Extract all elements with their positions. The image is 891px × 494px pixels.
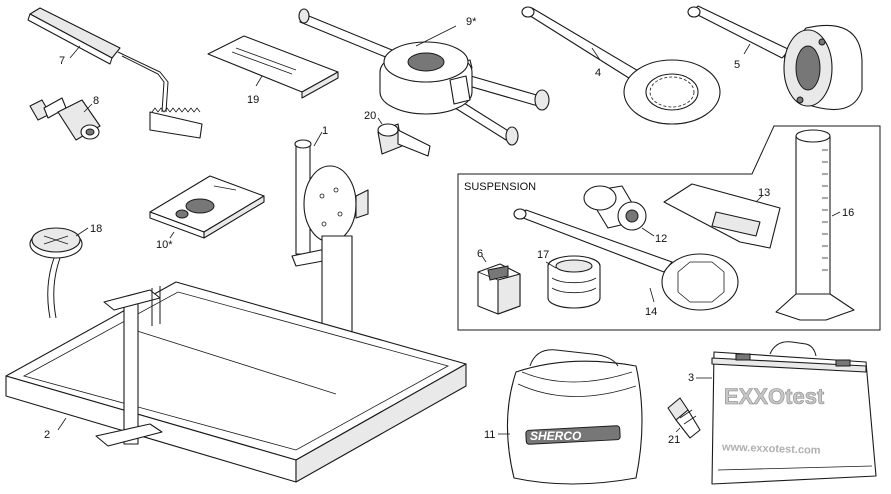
tool-9-ring-puller xyxy=(298,8,550,146)
tool-20-pin xyxy=(377,123,431,157)
leader-4 xyxy=(591,47,601,61)
leader-10 xyxy=(169,231,175,239)
tool-21-fitting xyxy=(667,397,701,439)
tool-18-gauge xyxy=(29,227,83,319)
tool-1-stand-clamp xyxy=(291,139,369,333)
callout-6: 6 xyxy=(477,248,483,260)
suspension-section-title: SUSPENSION xyxy=(464,181,536,193)
callout-11: 11 xyxy=(484,429,495,441)
leader-19 xyxy=(255,75,263,87)
callout-2: 2 xyxy=(44,429,50,441)
callout-12: 12 xyxy=(655,233,667,245)
callout-9: 9* xyxy=(466,16,477,28)
tool-8-bolt-adapter xyxy=(29,97,101,141)
leader-16 xyxy=(831,211,841,217)
suspension-section-frame xyxy=(457,125,881,331)
tool-6-block xyxy=(477,263,521,315)
leader-9 xyxy=(415,25,457,47)
tool-10-manual-booklet xyxy=(149,175,265,239)
tool-19-flat-plate xyxy=(207,35,339,99)
leader-1 xyxy=(313,131,323,147)
callout-4: 4 xyxy=(595,67,601,79)
leader-6 xyxy=(481,255,487,263)
leader-14 xyxy=(649,287,655,303)
callout-13: 13 xyxy=(758,187,770,199)
tool-13-fork-plate xyxy=(663,183,781,249)
tool-11-carry-bag xyxy=(506,349,643,485)
leader-20 xyxy=(377,117,383,125)
tool-3-hard-case xyxy=(711,341,877,485)
callout-7: 7 xyxy=(59,55,65,67)
callout-14: 14 xyxy=(645,306,657,318)
leader-5 xyxy=(743,43,751,55)
tool-14-octagon-wrench xyxy=(513,208,739,311)
callout-20: 20 xyxy=(364,110,376,122)
callout-5: 5 xyxy=(734,59,740,71)
bag-brand-label: SHERCO xyxy=(530,429,582,443)
leader-13 xyxy=(755,195,763,203)
callout-21: 21 xyxy=(668,434,680,446)
leader-2 xyxy=(57,417,67,431)
tool-12-seal-driver xyxy=(583,185,647,231)
tool-17-split-collar xyxy=(547,255,601,309)
tool-5-pin-spanner xyxy=(687,5,863,111)
case-brand-label: EXXOtest xyxy=(724,384,825,409)
leader-8 xyxy=(83,103,93,113)
leader-7 xyxy=(69,45,81,59)
callout-10: 10* xyxy=(156,239,173,251)
leader-21 xyxy=(675,427,681,433)
tool-7-handle-comb xyxy=(27,7,203,139)
tool-2-tray-stand xyxy=(5,281,467,483)
callout-1: 1 xyxy=(322,125,328,137)
callout-16: 16 xyxy=(842,207,854,219)
tool-16-graduated-cylinder xyxy=(775,129,855,321)
callout-18: 18 xyxy=(90,223,102,235)
leader-17 xyxy=(545,261,557,269)
callout-3: 3 xyxy=(688,372,694,384)
callout-8: 8 xyxy=(93,95,99,107)
leader-18 xyxy=(75,227,89,237)
case-url-label: www.exxotest.com xyxy=(721,441,821,456)
tool-4-spline-spanner xyxy=(521,6,721,125)
leader-12 xyxy=(641,227,655,237)
callout-17: 17 xyxy=(537,249,549,261)
callout-19: 19 xyxy=(247,94,259,106)
